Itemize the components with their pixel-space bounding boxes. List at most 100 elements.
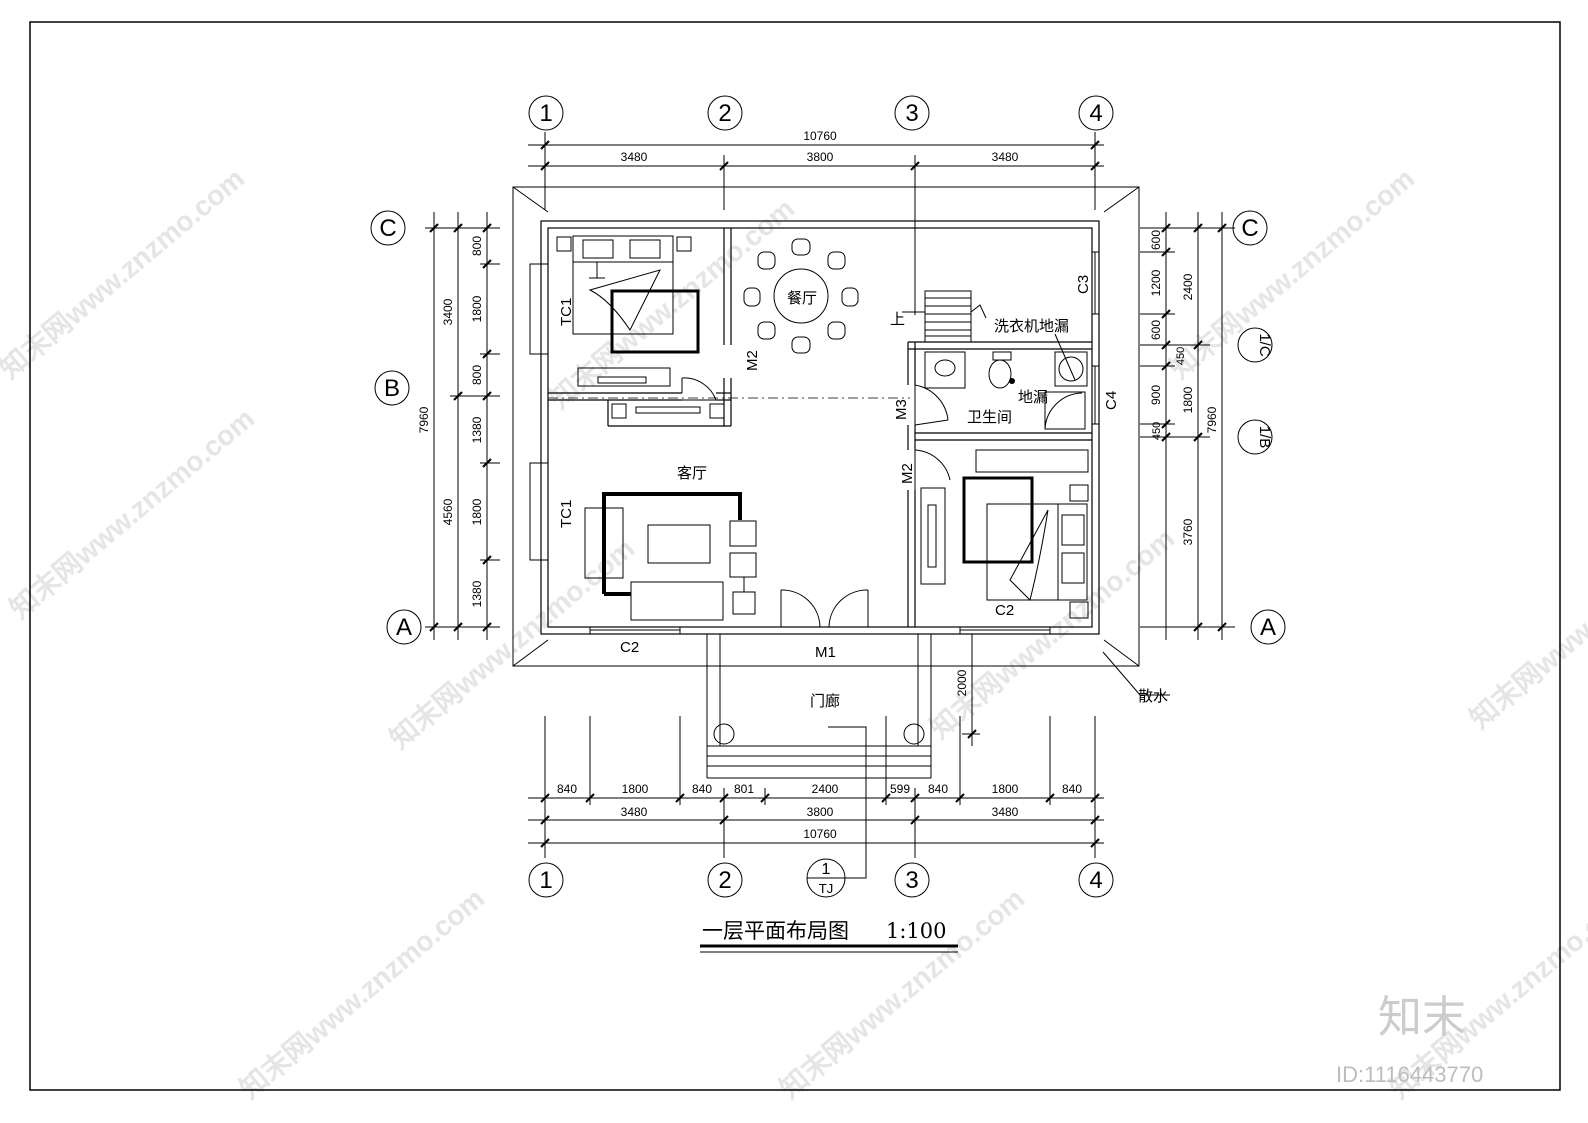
watermark-text: 知末网www.znzmo.com [233,882,490,1105]
dim-right-part: 2400 [1181,273,1195,300]
dim-bottom-detail: 840 [928,782,948,796]
porch [706,633,932,779]
label-tc1-lower: TC1 [558,500,575,528]
axis-label-3-top: 3 [905,100,918,127]
dim-right-detail: 900 [1149,385,1163,405]
window-c4 [1091,365,1100,425]
watermark-text: 知末网www.znzmo.com [923,522,1180,745]
dim-left-detail: 1380 [470,580,484,607]
wardrobe-tv-unit [577,367,725,419]
watermark-text: 知末网www.znzmo.com [543,192,800,415]
dim-top-total: 10760 [803,129,837,143]
window-c2-right [959,626,1051,635]
opening-labels: TC1 TC1 C2 C2 C3 C4 M1 M2 M2 M3 [558,275,1120,661]
dim-left-detail: 1380 [470,416,484,443]
room-porch: 门廊 [810,693,840,710]
axis-label-b-left: B [384,375,400,402]
dim-right-detail: 1200 [1149,269,1163,296]
dim-bottom-detail: 2400 [812,782,839,796]
room-labels: 餐厅 客厅 卫生间 门廊 洗衣机地漏 地漏 上 散水 [677,290,1168,710]
dim-bottom-detail: 1800 [622,782,649,796]
sheet-border [29,21,1561,1091]
dim-right-detail: 1800 [1181,386,1195,413]
section-leader [828,726,867,879]
label-apron: 散水 [1138,688,1168,705]
dim-left-part: 4560 [441,498,455,525]
watermark-text: 知末网www.znzmo.com [1463,512,1588,735]
dim-left-detail: 800 [470,365,484,385]
door-m2-bedroom1 [681,377,717,401]
watermark-text: 知末网www.znzmo.com [383,532,640,755]
label-c2-right: C2 [995,602,1014,619]
axis-labels: 1 2 3 4 1 2 3 4 C B A C A 1/C 1/B 1 TJ [379,100,1276,896]
dim-bottom-detail: 840 [1062,782,1082,796]
room-bathroom: 卫生间 [967,409,1012,426]
bathroom-fixtures [924,351,1088,430]
dim-right-detail: 600 [1149,230,1163,250]
dim-bottom-detail: 840 [557,782,577,796]
dim-bottom-detail: 840 [692,782,712,796]
dimension-left [425,212,500,640]
dim-left-detail: 1800 [470,498,484,525]
label-floor-drain: 地漏 [1018,389,1048,406]
section-sheet: TJ [819,881,833,896]
window-tc1-lower [529,462,549,561]
dim-bottom-detail: 599 [890,782,910,796]
door-m3-bathroom [914,384,949,426]
dim-right-detail: 600 [1149,320,1163,340]
dim-right-total: 7960 [1205,406,1219,433]
dim-bottom-part: 3800 [807,805,834,819]
interior-walls [548,228,1092,627]
axis-label-1-bottom: 1 [539,867,552,894]
dim-top-part: 3480 [992,150,1019,164]
axis-label-a-left: A [396,614,412,641]
dimension-porch [962,634,980,746]
dining-table [743,238,859,354]
dim-bottom-detail: 1800 [992,782,1019,796]
watermark-text: 知末网www.znzmo.com [773,882,1030,1105]
dim-bottom-detail: 801 [734,782,754,796]
axis-label-c-left: C [379,215,396,242]
watermark-logo: 知末 [1378,993,1466,1042]
drawing-title: 一层平面布局图 1:100 [702,919,947,943]
axis-label-2-top: 2 [718,100,731,127]
title-name: 一层平面布局图 [702,920,849,943]
watermark-id: ID:1116443770 [1336,1062,1483,1087]
dim-left-part: 3400 [441,298,455,325]
staircase [902,290,987,343]
watermark-text: 知末网www.znzmo.com [1163,162,1420,385]
door-m2-bedroom2 [914,449,951,490]
dim-bottom-part: 3480 [992,805,1019,819]
dim-top-part: 3480 [621,150,648,164]
dim-bottom-part: 3480 [621,805,648,819]
axis-bubbles [370,95,1286,898]
dim-right-detail: 450 [1151,422,1163,440]
dim-top-part: 3800 [807,150,834,164]
axis-label-1c: 1/C [1256,333,1273,357]
axis-label-2-bottom: 2 [718,867,731,894]
label-m1: M1 [815,644,836,661]
bed-bedroom1 [556,235,700,354]
axis-label-4-bottom: 4 [1089,867,1102,894]
dimension-labels: 10760 3480 3800 3480 840 1800 840 801 24… [417,129,1219,841]
axis-label-3-bottom: 3 [905,867,918,894]
label-m3: M3 [893,399,910,420]
dim-right-detail: 450 [1175,347,1187,365]
label-m2-bedroom1: M2 [744,350,761,371]
axis-label-1b: 1/B [1256,426,1273,449]
dimension-top [528,132,1104,315]
room-dining: 餐厅 [787,290,817,307]
dim-right-part: 3760 [1181,518,1195,545]
dim-left-total: 7960 [417,406,431,433]
axis-label-c-right: C [1241,215,1258,242]
label-c2-left: C2 [620,639,639,656]
title-scale: 1:100 [886,919,947,943]
label-tc1-upper: TC1 [558,298,575,326]
watermark-text: 知末网www.znzmo.com [0,162,250,385]
apron-leader [1102,651,1170,696]
label-stair-up: 上 [890,311,905,328]
dim-porch-depth: 2000 [955,669,969,696]
watermark-text: 知末网www.znzmo.com [3,402,260,625]
label-c4: C4 [1103,391,1120,410]
